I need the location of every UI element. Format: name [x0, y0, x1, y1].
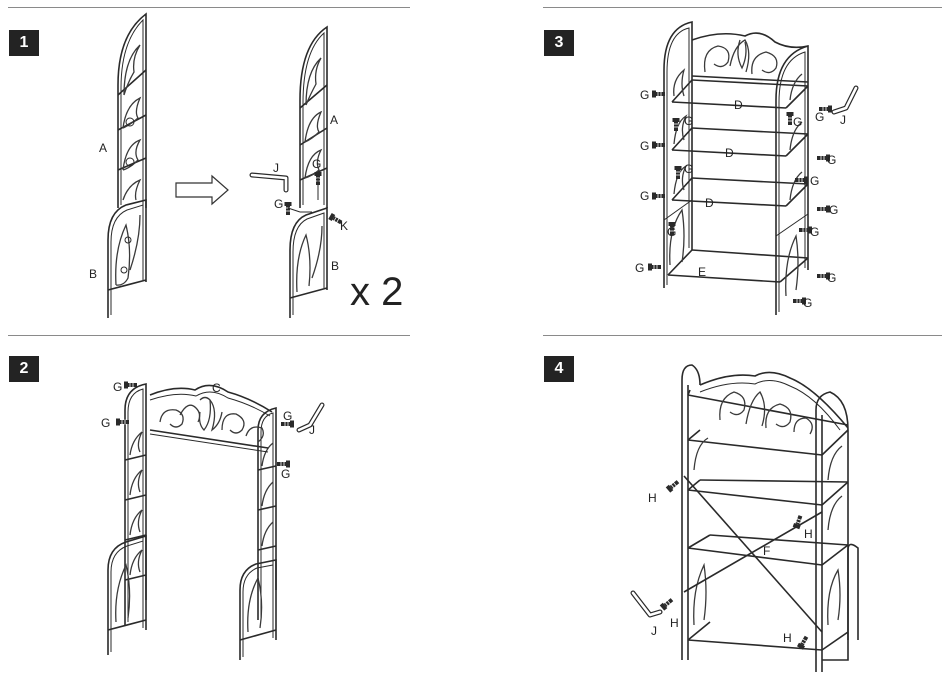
step-4-badge: 4	[544, 356, 574, 382]
label-g-step1-b: G	[274, 197, 284, 211]
divider-top-right	[543, 7, 942, 8]
divider-top-left	[8, 7, 410, 8]
crown-panel-c	[149, 384, 273, 453]
divider-middle-right	[543, 335, 942, 336]
label-b-right: B	[331, 259, 340, 273]
allen-key-icon	[831, 85, 859, 115]
label-g-step2-b: G	[101, 416, 111, 430]
label-g-step3-m3: G	[667, 225, 677, 239]
label-j-step2: J	[309, 423, 315, 437]
label-h-lower-left: H	[670, 616, 679, 630]
label-g-step2-a: G	[113, 380, 123, 394]
screw-icon	[651, 90, 666, 98]
allen-key-icon	[296, 402, 325, 433]
label-d-top: D	[734, 98, 743, 112]
step-4-illustration	[630, 364, 859, 672]
label-g-step3-r4: G	[829, 203, 839, 217]
multiplier-text: x 2	[350, 270, 404, 314]
label-g-step3-r6: G	[827, 271, 837, 285]
screw-icon	[665, 478, 681, 494]
panel-b-left	[107, 198, 147, 318]
assembled-frame	[289, 25, 328, 318]
label-a-right: A	[330, 113, 339, 127]
divider-middle-left	[8, 335, 410, 336]
label-a-left: A	[99, 141, 108, 155]
label-g-step3-r2: G	[827, 153, 837, 167]
side-panel-left	[107, 383, 147, 655]
label-g-step3-l2: G	[640, 139, 650, 153]
label-h-upper-left: H	[648, 491, 657, 505]
label-g-step3-r5: G	[810, 225, 820, 239]
label-c: C	[212, 381, 221, 395]
panel-a-left	[117, 12, 147, 208]
screw-icon	[792, 514, 805, 530]
label-g-step2-c: G	[283, 409, 293, 423]
shelf-frame	[663, 21, 809, 315]
allen-key-icon	[630, 590, 663, 618]
right-arrow-icon	[175, 174, 229, 206]
screw-icon	[651, 192, 666, 200]
label-h-upper-right: H	[804, 527, 813, 541]
step-2-illustration	[107, 381, 325, 660]
label-d-bottom: D	[705, 196, 714, 210]
step-1-badge: 1	[9, 30, 39, 56]
label-g-step3-l3: G	[640, 189, 650, 203]
label-j-step1: J	[273, 161, 279, 175]
screw-icon	[651, 141, 666, 149]
label-g-step3-l4: G	[635, 261, 645, 275]
screw-icon	[647, 263, 662, 271]
label-j-step3: J	[840, 113, 846, 127]
label-j-step4: J	[651, 624, 657, 638]
label-g-step3-r3: G	[810, 174, 820, 188]
label-b-left: B	[89, 267, 98, 281]
label-g-step3-r7: G	[803, 296, 813, 310]
allen-key-icon	[249, 172, 289, 193]
label-g-step3-l1: G	[640, 88, 650, 102]
step-2-badge: 2	[9, 356, 39, 382]
step-1-illustration	[107, 12, 344, 318]
label-g-step3-m2: G	[684, 162, 694, 176]
label-g-step3-r1: G	[815, 110, 825, 124]
label-k: K	[340, 219, 349, 233]
side-panel-right	[239, 407, 277, 660]
label-g-step1-a: G	[312, 157, 322, 171]
label-g-step2-d: G	[281, 467, 291, 481]
label-d-middle: D	[725, 146, 734, 160]
step-3-badge: 3	[544, 30, 574, 56]
label-e: E	[698, 265, 707, 279]
finished-shelf	[681, 364, 859, 672]
screw-icon	[659, 596, 675, 612]
label-h-lower-right: H	[783, 631, 792, 645]
label-g-step3-m1: G	[684, 114, 694, 128]
step-3-illustration	[647, 21, 859, 315]
label-f: F	[763, 544, 771, 558]
label-g-step3-m4: G	[793, 115, 803, 129]
screw-icon	[115, 418, 130, 426]
